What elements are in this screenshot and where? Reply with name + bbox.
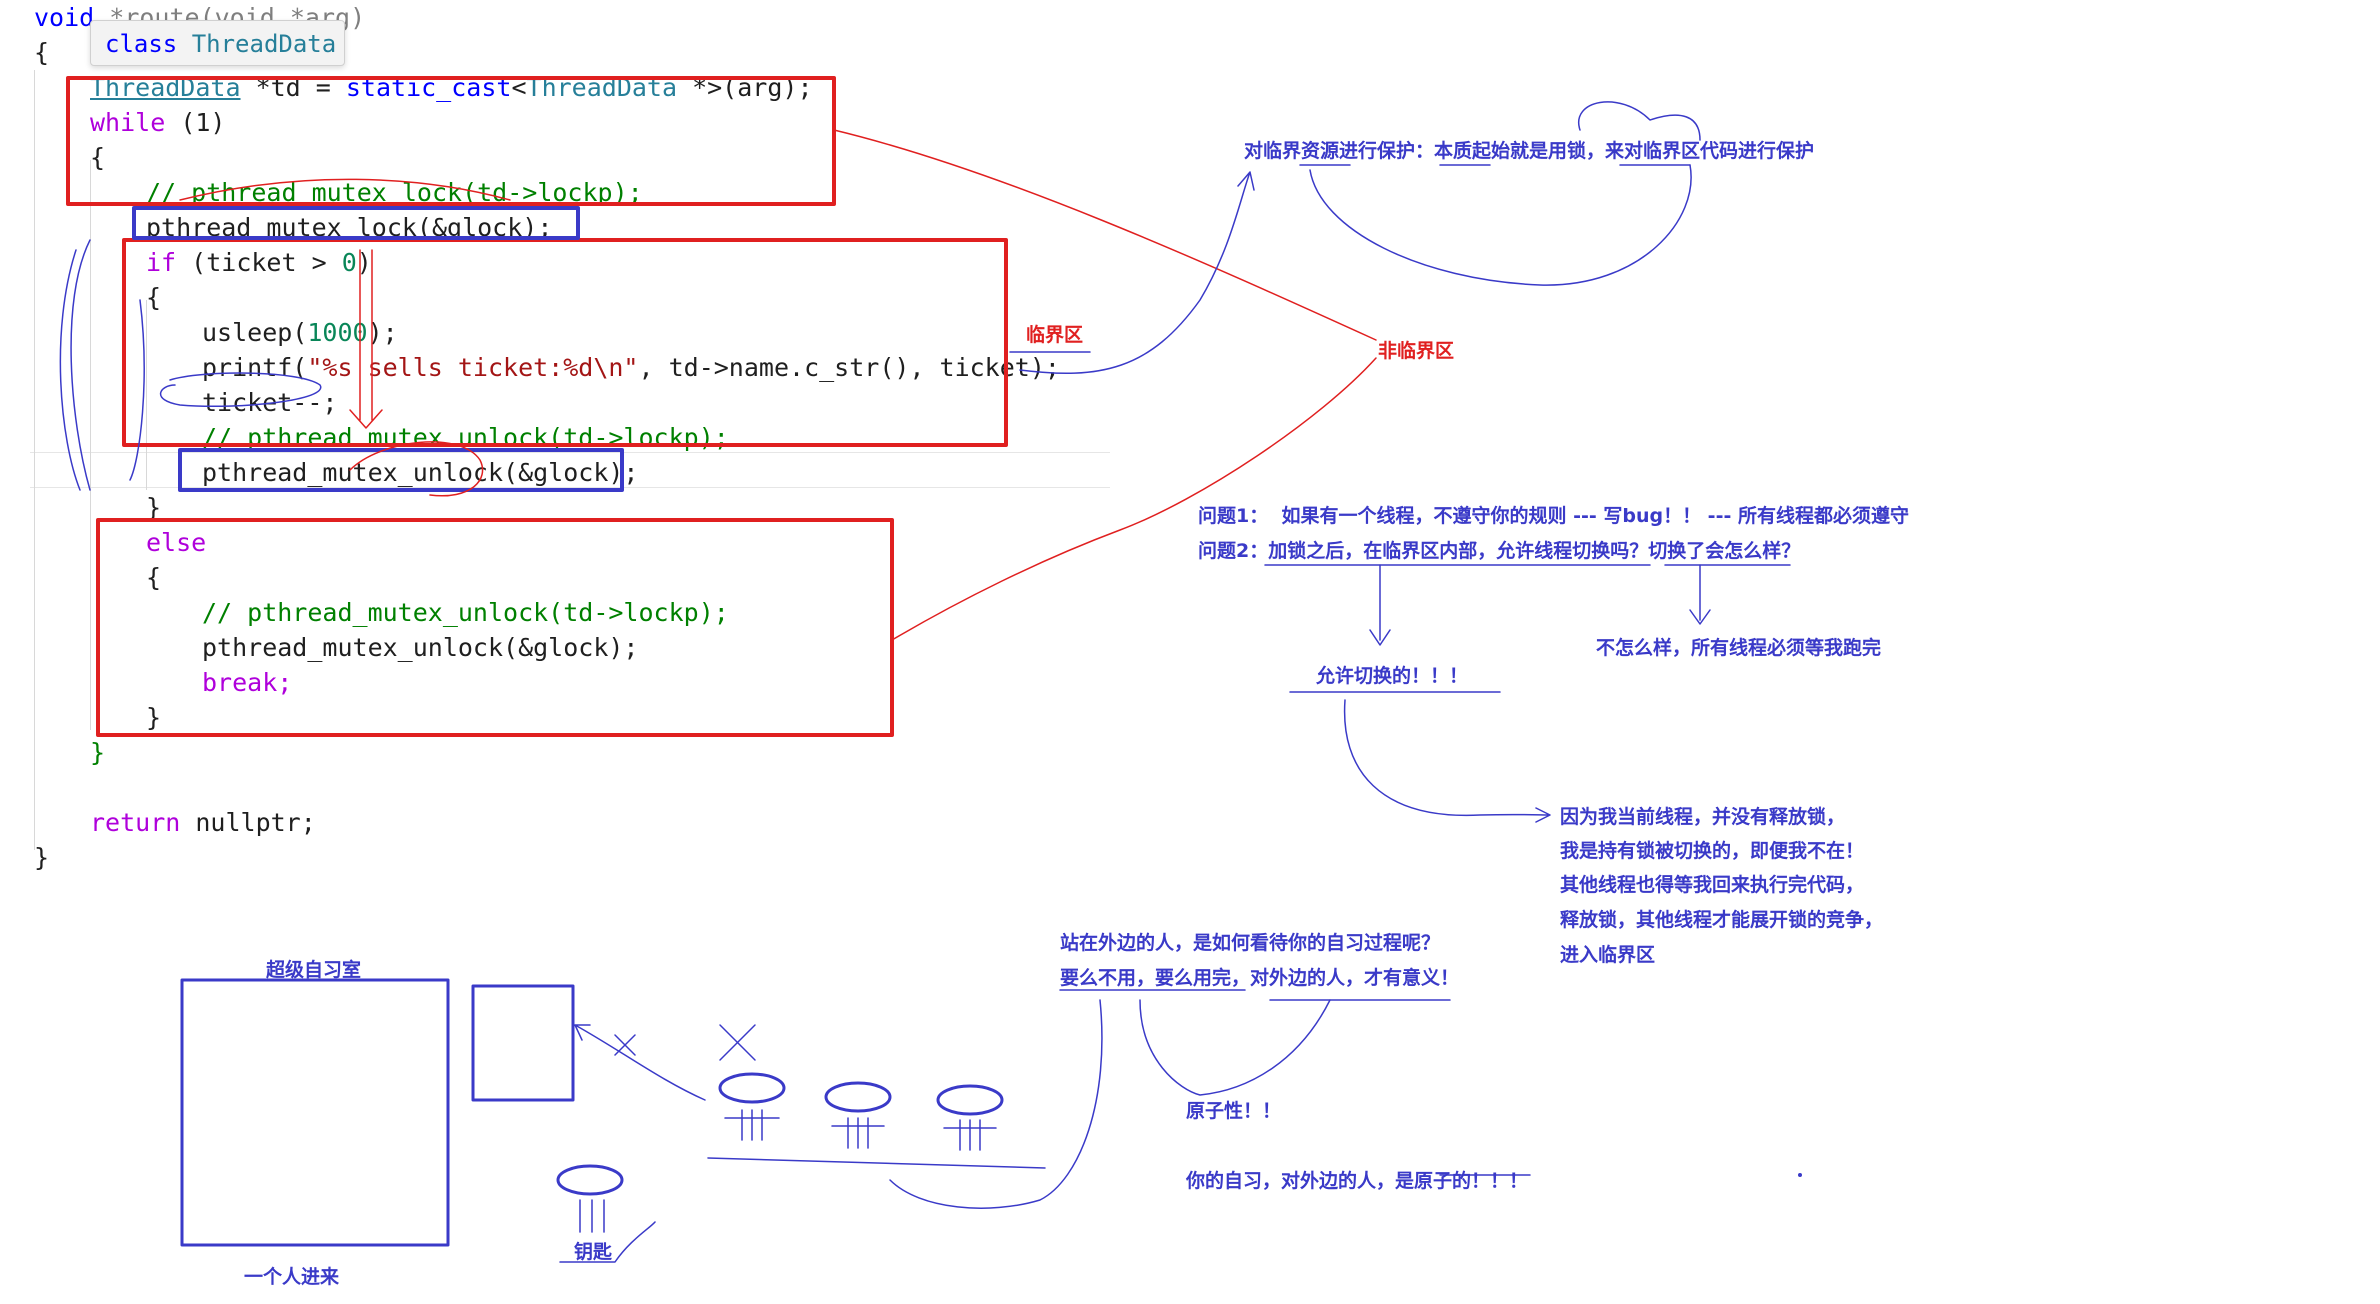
person-body [831, 1117, 885, 1149]
label-critical: 临界区 [1026, 324, 1084, 346]
blue-circle-ticket [159, 372, 322, 408]
door-box [471, 984, 575, 1102]
blue-arrow-door [574, 1024, 706, 1101]
note-reason-2: 我是持有锁被切换的，即便我不在！ [1560, 840, 1865, 862]
note-reason-4: 释放锁，其他线程才能展开锁的竞争， [1560, 909, 1884, 931]
code-line[interactable]: { [34, 38, 50, 67]
blue-curve-protect [1577, 101, 1701, 141]
blue-curve-atomic [1139, 999, 1331, 1096]
note-no-matter: 不怎么样，所有线程必须等我跑完 [1596, 637, 1882, 659]
code-line[interactable]: } [146, 493, 162, 522]
underline [1059, 989, 1451, 1001]
blue-box-lock [132, 206, 580, 240]
note-outsider-1: 站在外边的人，是如何看待你的自习过程呢？ [1060, 932, 1441, 954]
label-non-critical: 非临界区 [1378, 340, 1455, 362]
red-arrow-down [349, 249, 383, 429]
current-line-highlight [30, 452, 1110, 488]
label-key: 钥匙 [574, 1241, 613, 1263]
note-allow-switch: 允许切换的！！！ [1316, 665, 1469, 687]
indent-guide [34, 70, 35, 850]
code-line[interactable]: } [34, 843, 50, 872]
code-line[interactable]: printf("%s sells ticket:%d\n", td->name.… [202, 353, 1060, 382]
key-icon [556, 1164, 624, 1196]
red-link-bottom [891, 357, 1377, 641]
blue-arrow-reason [1343, 699, 1551, 823]
code-line[interactable]: { [90, 143, 106, 172]
blue-bracket [59, 239, 91, 491]
code-comment[interactable]: // pthread_mutex_unlock(td->lockp); [202, 423, 729, 452]
blue-arrow-critical [1019, 171, 1255, 375]
blue-arrow-allow [1369, 564, 1391, 646]
person-head [936, 1084, 1004, 1116]
note-reason-3: 其他线程也得等我回来执行完代码， [1560, 874, 1865, 896]
note-atomic: 原子性！！ [1186, 1100, 1282, 1122]
code-line[interactable]: break; [202, 668, 293, 697]
hover-tooltip: class ThreadData [90, 20, 345, 66]
code-line[interactable]: return nullptr; [90, 808, 316, 837]
code-line-unlock[interactable]: pthread_mutex_unlock(&glock); [202, 458, 639, 487]
code-line[interactable]: if (ticket > 0) [146, 248, 372, 277]
queue-line [707, 1157, 1046, 1169]
code-line[interactable]: while (1) [90, 108, 226, 137]
red-scribble [349, 441, 484, 497]
underline [559, 1221, 656, 1263]
person-body [943, 1119, 997, 1151]
red-box-else [96, 518, 894, 737]
study-room-box [180, 978, 450, 1247]
note-question-1: 问题1： 如果有一个线程，不遵守你的规则 --- 写bug！！ --- 所有线程… [1198, 505, 1909, 527]
indent-guide [90, 160, 91, 730]
note-question-2: 问题2：加锁之后，在临界区内部，允许线程切换吗？切换了会怎么样？ [1198, 540, 1801, 562]
code-line[interactable]: usleep(1000); [202, 318, 398, 347]
note-protect: 对临界资源进行保护：本质起始就是用锁，来对临界区代码进行保护 [1244, 140, 1815, 162]
code-line[interactable]: { [146, 563, 162, 592]
label-one-person: 一个人进来 [244, 1266, 340, 1288]
code-line[interactable]: } [146, 703, 162, 732]
key-icon [579, 1199, 605, 1233]
code-line[interactable]: { [146, 283, 162, 312]
blue-stroke [129, 299, 145, 481]
code-line[interactable]: } [90, 738, 106, 767]
indent-guide [146, 300, 147, 490]
note-reason-5: 进入临界区 [1560, 944, 1656, 966]
code-comment[interactable]: // pthread_mutex_unlock(td->lockp); [202, 598, 729, 627]
red-box-loop [66, 76, 836, 206]
note-outsider-2: 要么不用，要么用完，对外边的人，才有意义！ [1060, 967, 1460, 989]
blue-curve-outsider [889, 999, 1103, 1209]
blue-arrow-nomatter [1689, 564, 1711, 625]
person-head [824, 1081, 892, 1113]
note-atomic-2: 你的自习，对外边的人，是原子的！！！ [1186, 1170, 1529, 1192]
note-reason-1: 因为我当前线程，并没有释放锁， [1560, 806, 1846, 828]
cross-mark [614, 1034, 636, 1056]
label-study-room: 超级自习室 [266, 959, 362, 981]
red-scribble [179, 178, 511, 201]
code-line[interactable]: pthread_mutex_unlock(&glock); [202, 633, 639, 662]
code-line[interactable]: else [146, 528, 207, 557]
red-box-critical [122, 238, 1008, 447]
person-body [724, 1109, 780, 1141]
dot-mark [1798, 1173, 1802, 1177]
red-link-top [833, 129, 1377, 341]
blue-curve-protect [1309, 164, 1692, 286]
person-head [718, 1072, 786, 1104]
cross-mark [719, 1024, 756, 1061]
blue-box-unlock [178, 448, 624, 492]
